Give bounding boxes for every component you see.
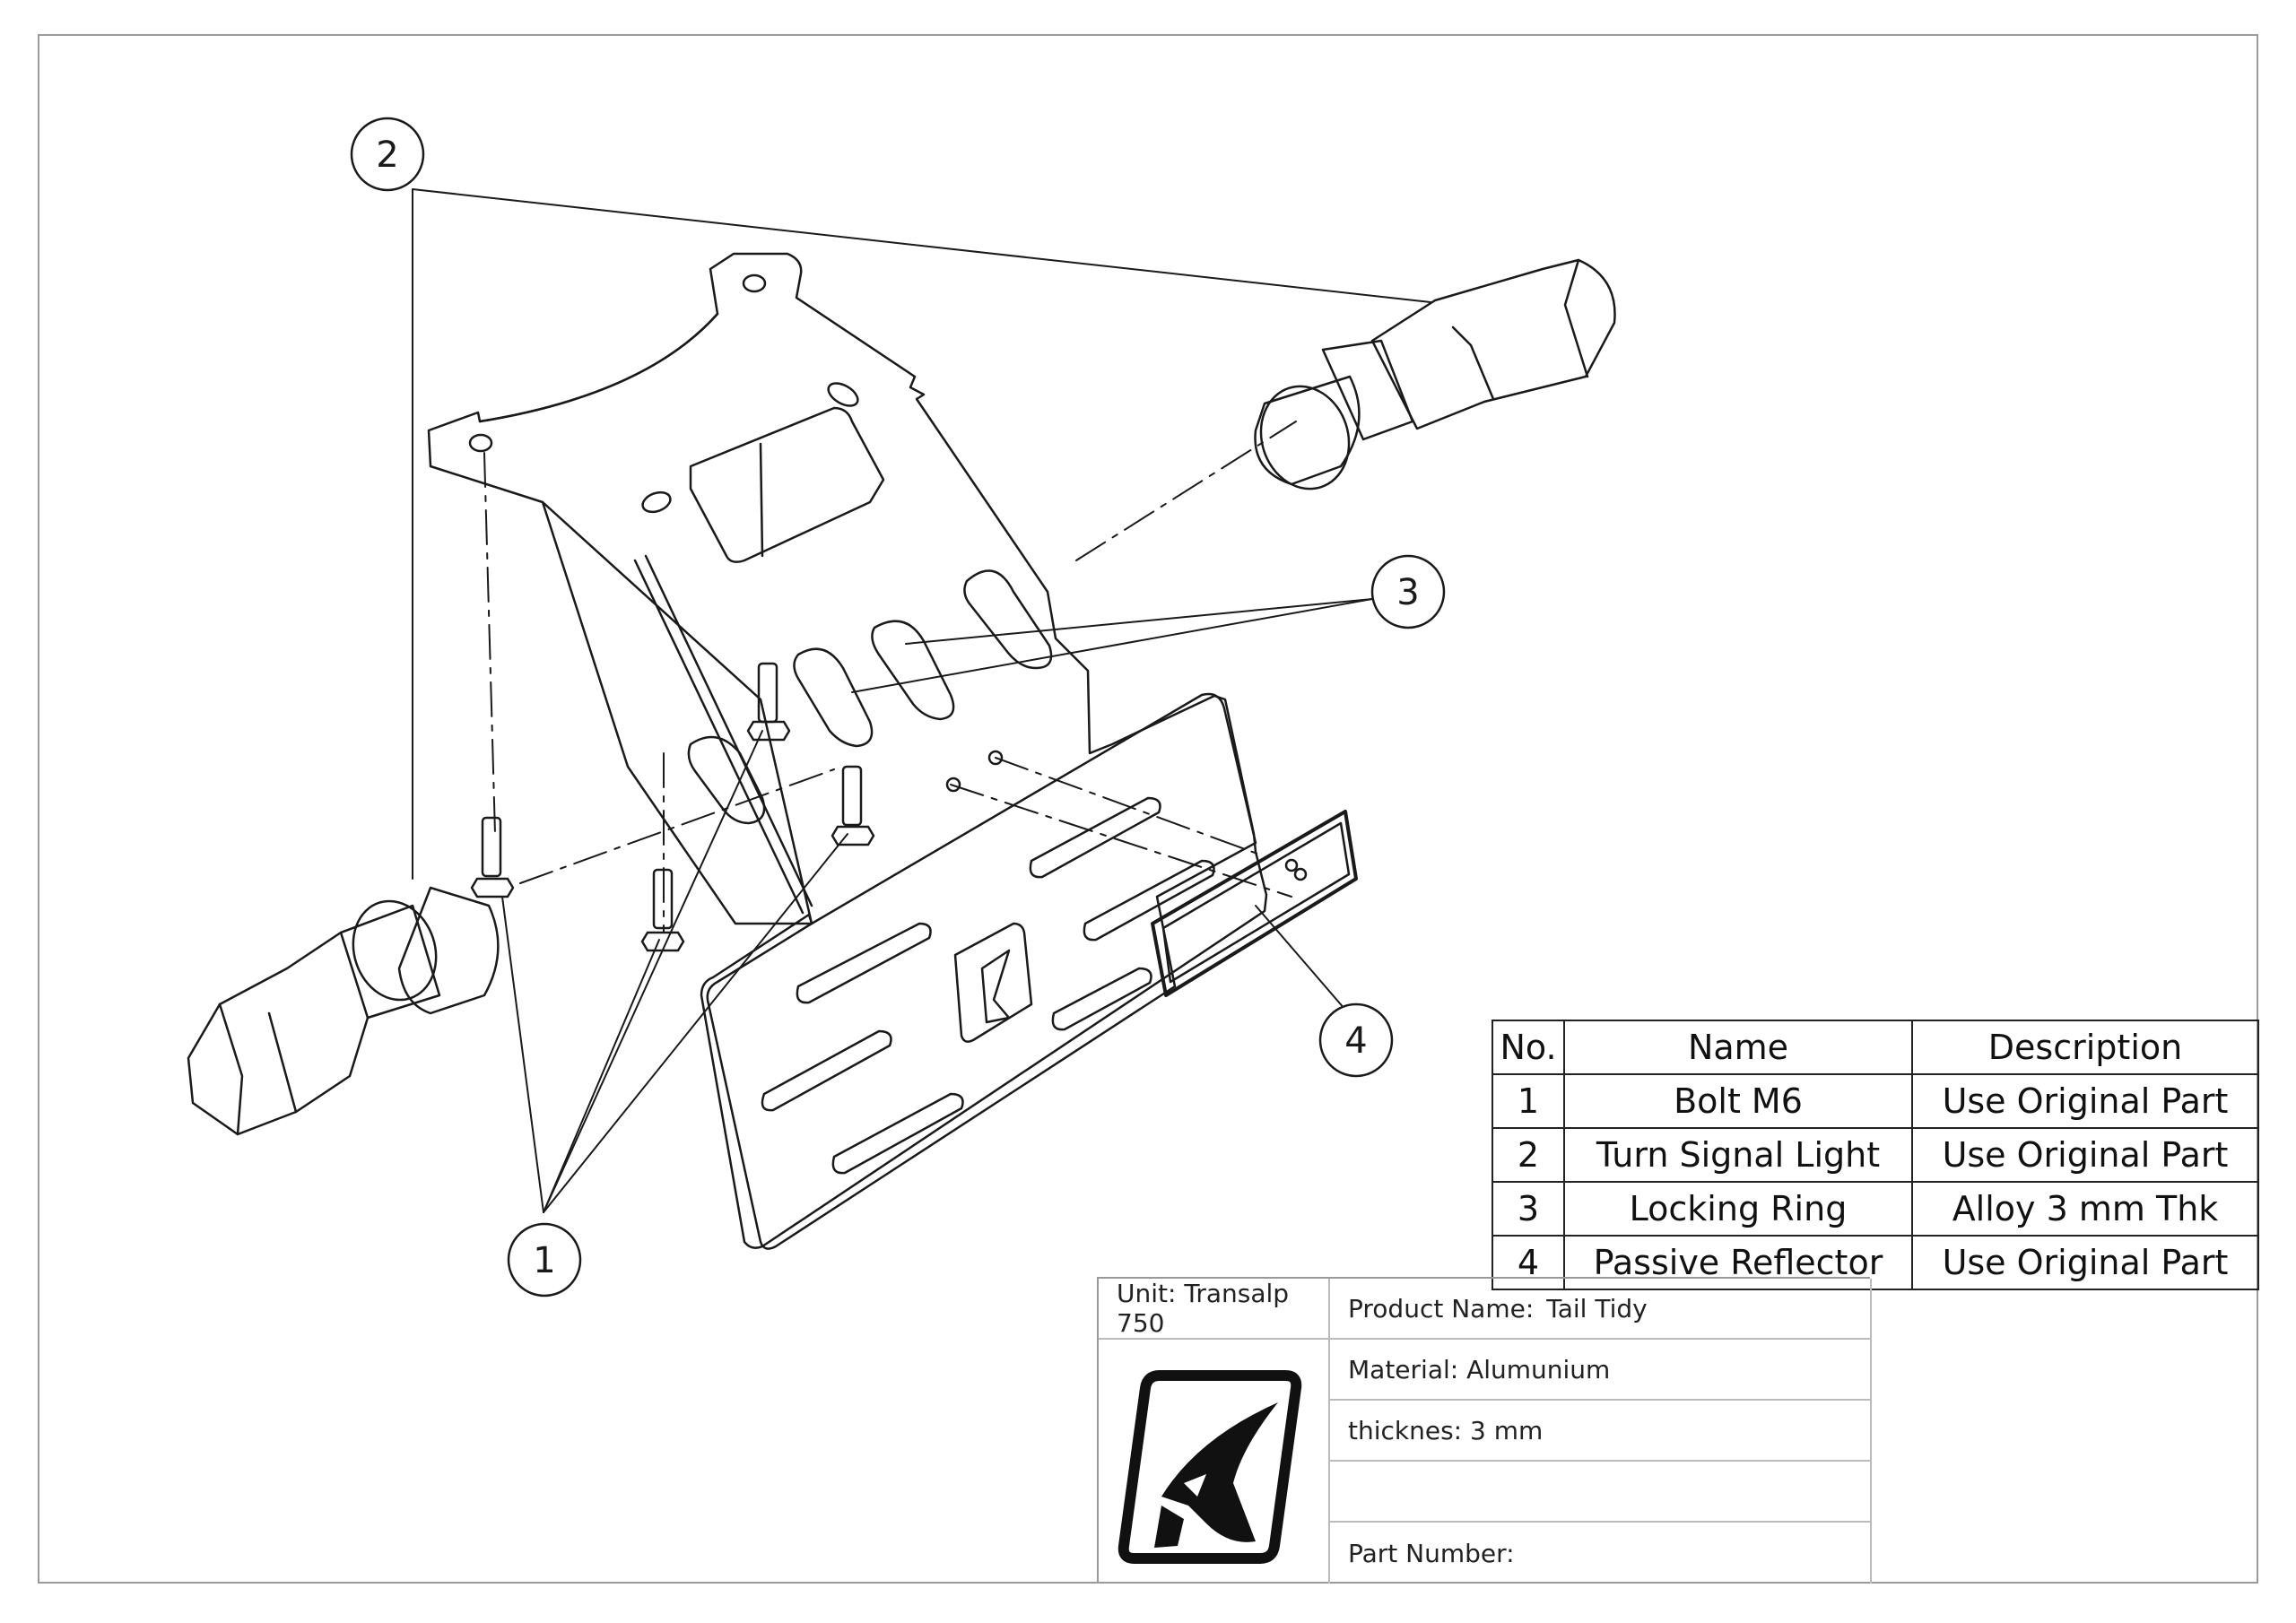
bom-cell-name: Locking Ring [1563, 1181, 1913, 1237]
thickness-label: thicknes: 3 mm [1348, 1415, 1544, 1445]
material-label: Material: Alumunium [1348, 1354, 1611, 1384]
bom-cell-description: Use Original Part [1911, 1235, 2259, 1290]
bom-row: 3 Locking Ring Alloy 3 mm Thk [1492, 1181, 2259, 1237]
bom-cell-no: 1 [1492, 1073, 1565, 1129]
balloon-3 [1370, 554, 1446, 629]
balloon-2-label: 2 [376, 135, 398, 176]
brand-logo [1118, 1370, 1302, 1564]
bom-cell-no: 3 [1492, 1181, 1565, 1237]
balloon-4 [1318, 1002, 1394, 1078]
unit-cell: Unit: Transalp 750 [1099, 1279, 1330, 1340]
balloon-2 [350, 117, 425, 192]
bom-header-row: No. Name Description [1492, 1020, 2259, 1075]
bom-table: No. Name Description 1 Bolt M6 Use Origi… [1492, 1020, 2259, 1290]
bom-cell-description: Use Original Part [1911, 1073, 2259, 1129]
bracket-upper-plate [427, 252, 1268, 1249]
balloon-4-label: 4 [1344, 1020, 1367, 1062]
bom-cell-description: Use Original Part [1911, 1127, 2259, 1183]
bom-cell-description: Alloy 3 mm Thk [1911, 1181, 2259, 1237]
drawing-border [38, 34, 2258, 1584]
bolts [470, 662, 875, 952]
bom-header-description: Description [1911, 1020, 2259, 1075]
unit-label: Unit: Transalp 750 [1117, 1279, 1290, 1338]
blank-cell [1330, 1462, 1872, 1523]
turn-signal-left [187, 886, 500, 1136]
license-plate [706, 692, 1257, 1250]
leader-lines [412, 188, 1431, 1213]
product-name-value: Tail Tidy [1546, 1293, 1648, 1324]
title-block: Unit: Transalp 750 Product Name: Tail Ti… [1097, 1277, 1872, 1584]
balloon-3-label: 3 [1396, 572, 1419, 613]
bom-row: 2 Turn Signal Light Use Original Part [1492, 1127, 2259, 1183]
product-name-label: Product Name: [1348, 1293, 1535, 1324]
material-cell: Material: Alumunium [1330, 1340, 1872, 1401]
bom-header-no: No. [1492, 1020, 1565, 1075]
logo-cell [1099, 1340, 1330, 1584]
bom-cell-no: 2 [1492, 1127, 1565, 1183]
bom-row: 1 Bolt M6 Use Original Part [1492, 1073, 2259, 1129]
bom-cell-name: Bolt M6 [1563, 1073, 1913, 1129]
passive-reflector [1151, 810, 1358, 997]
bom-cell-name: Turn Signal Light [1563, 1127, 1913, 1183]
bom-cell-name: Passive Reflector [1563, 1235, 1913, 1290]
part-number-cell: Part Number: [1330, 1523, 1872, 1584]
bom-cell-no: 4 [1492, 1235, 1565, 1290]
bom-header-name: Name [1563, 1020, 1913, 1075]
part-number-label: Part Number: [1348, 1538, 1515, 1568]
balloon-1-label: 1 [533, 1240, 555, 1281]
center-lines [483, 421, 1297, 933]
thickness-cell: thicknes: 3 mm [1330, 1401, 1872, 1462]
balloon-1 [507, 1222, 582, 1298]
product-name-cell: Product Name: Tail Tidy [1330, 1279, 1872, 1340]
turn-signal-right [1254, 258, 1616, 490]
bom-row: 4 Passive Reflector Use Original Part [1492, 1235, 2259, 1290]
